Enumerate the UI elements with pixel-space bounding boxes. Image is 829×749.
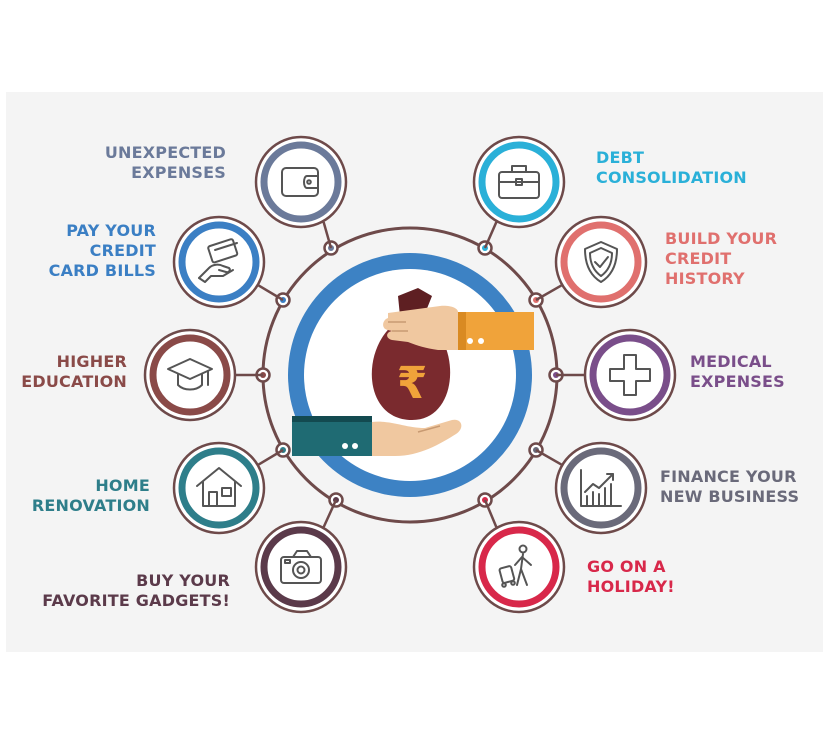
satellites — [143, 135, 677, 614]
connector-build-credit-history — [535, 284, 563, 302]
label-line: GO ON A — [587, 557, 666, 576]
growth-chart-icon — [580, 469, 622, 507]
shield-check-icon — [584, 241, 618, 283]
receiver-sleeve — [292, 416, 372, 456]
satellite-go-on-holiday — [472, 520, 566, 614]
label-line: BUY YOUR — [136, 571, 230, 590]
label-line: HISTORY — [665, 269, 745, 288]
label-line: PAY YOUR — [66, 221, 156, 240]
satellite-buy-gadgets — [254, 520, 348, 614]
house-icon — [196, 467, 242, 507]
satellite-debt-consolidation — [472, 135, 566, 229]
satellite-inner-disc — [158, 343, 222, 407]
graduation-cap-icon — [167, 358, 213, 391]
label-line: CARD BILLS — [48, 261, 156, 280]
connector-buy-gadgets — [322, 499, 338, 528]
label-line: EDUCATION — [21, 372, 127, 391]
medical-cross-icon — [609, 354, 651, 396]
camera-icon — [280, 550, 322, 584]
satellite-inner-disc — [187, 456, 251, 520]
satellite-finance-new-business — [554, 441, 648, 535]
connector-debt-consolidation — [483, 221, 498, 249]
satellite-inner-disc — [569, 230, 633, 294]
receiver-hand — [372, 419, 462, 456]
label-line: HOME — [95, 476, 150, 495]
briefcase-icon — [498, 165, 540, 199]
label-line: FINANCE YOUR — [660, 467, 797, 486]
traveler-icon — [498, 544, 532, 588]
satellite-pay-credit-card-bills — [172, 215, 266, 309]
satellite-inner-disc — [269, 150, 333, 214]
giver-sleeve — [458, 312, 534, 350]
connector-go-on-holiday — [483, 499, 498, 528]
label-line: FAVORITE GADGETS! — [42, 591, 230, 610]
giver-hand — [383, 305, 458, 350]
connector-pay-credit-card-bills — [257, 284, 284, 302]
label-line: MEDICAL — [690, 352, 772, 371]
connectors — [236, 221, 584, 528]
connector-unexpected-expenses — [322, 221, 333, 249]
satellite-inner-disc — [487, 535, 551, 599]
label-line: HIGHER — [56, 352, 127, 371]
label-line: HOLIDAY! — [587, 577, 675, 596]
label-line: BUILD YOUR — [665, 229, 778, 248]
label-line: CREDIT — [665, 249, 732, 268]
satellite-inner-disc — [598, 343, 662, 407]
connector-home-renovation — [257, 448, 284, 466]
satellite-medical-expenses — [583, 328, 677, 422]
money-bag-illustration — [292, 288, 534, 456]
label-line: EXPENSES — [131, 163, 226, 182]
satellite-inner-disc — [569, 456, 633, 520]
connector-finance-new-business — [535, 448, 563, 466]
label-line: EXPENSES — [690, 372, 785, 391]
label-line: RENOVATION — [31, 496, 150, 515]
satellite-home-renovation — [172, 441, 266, 535]
rupee-symbol: ₹ — [397, 358, 428, 409]
label-line: UNEXPECTED — [104, 143, 226, 162]
satellite-unexpected-expenses — [254, 135, 348, 229]
label-line: CREDIT — [89, 241, 156, 260]
label-line: DEBT — [596, 148, 645, 167]
card-payment-icon — [198, 238, 239, 283]
satellite-higher-education — [143, 328, 237, 422]
label-line: CONSOLIDATION — [596, 168, 747, 187]
label-line: NEW BUSINESS — [660, 487, 800, 506]
satellite-build-credit-history — [554, 215, 648, 309]
wallet-icon — [281, 167, 319, 197]
